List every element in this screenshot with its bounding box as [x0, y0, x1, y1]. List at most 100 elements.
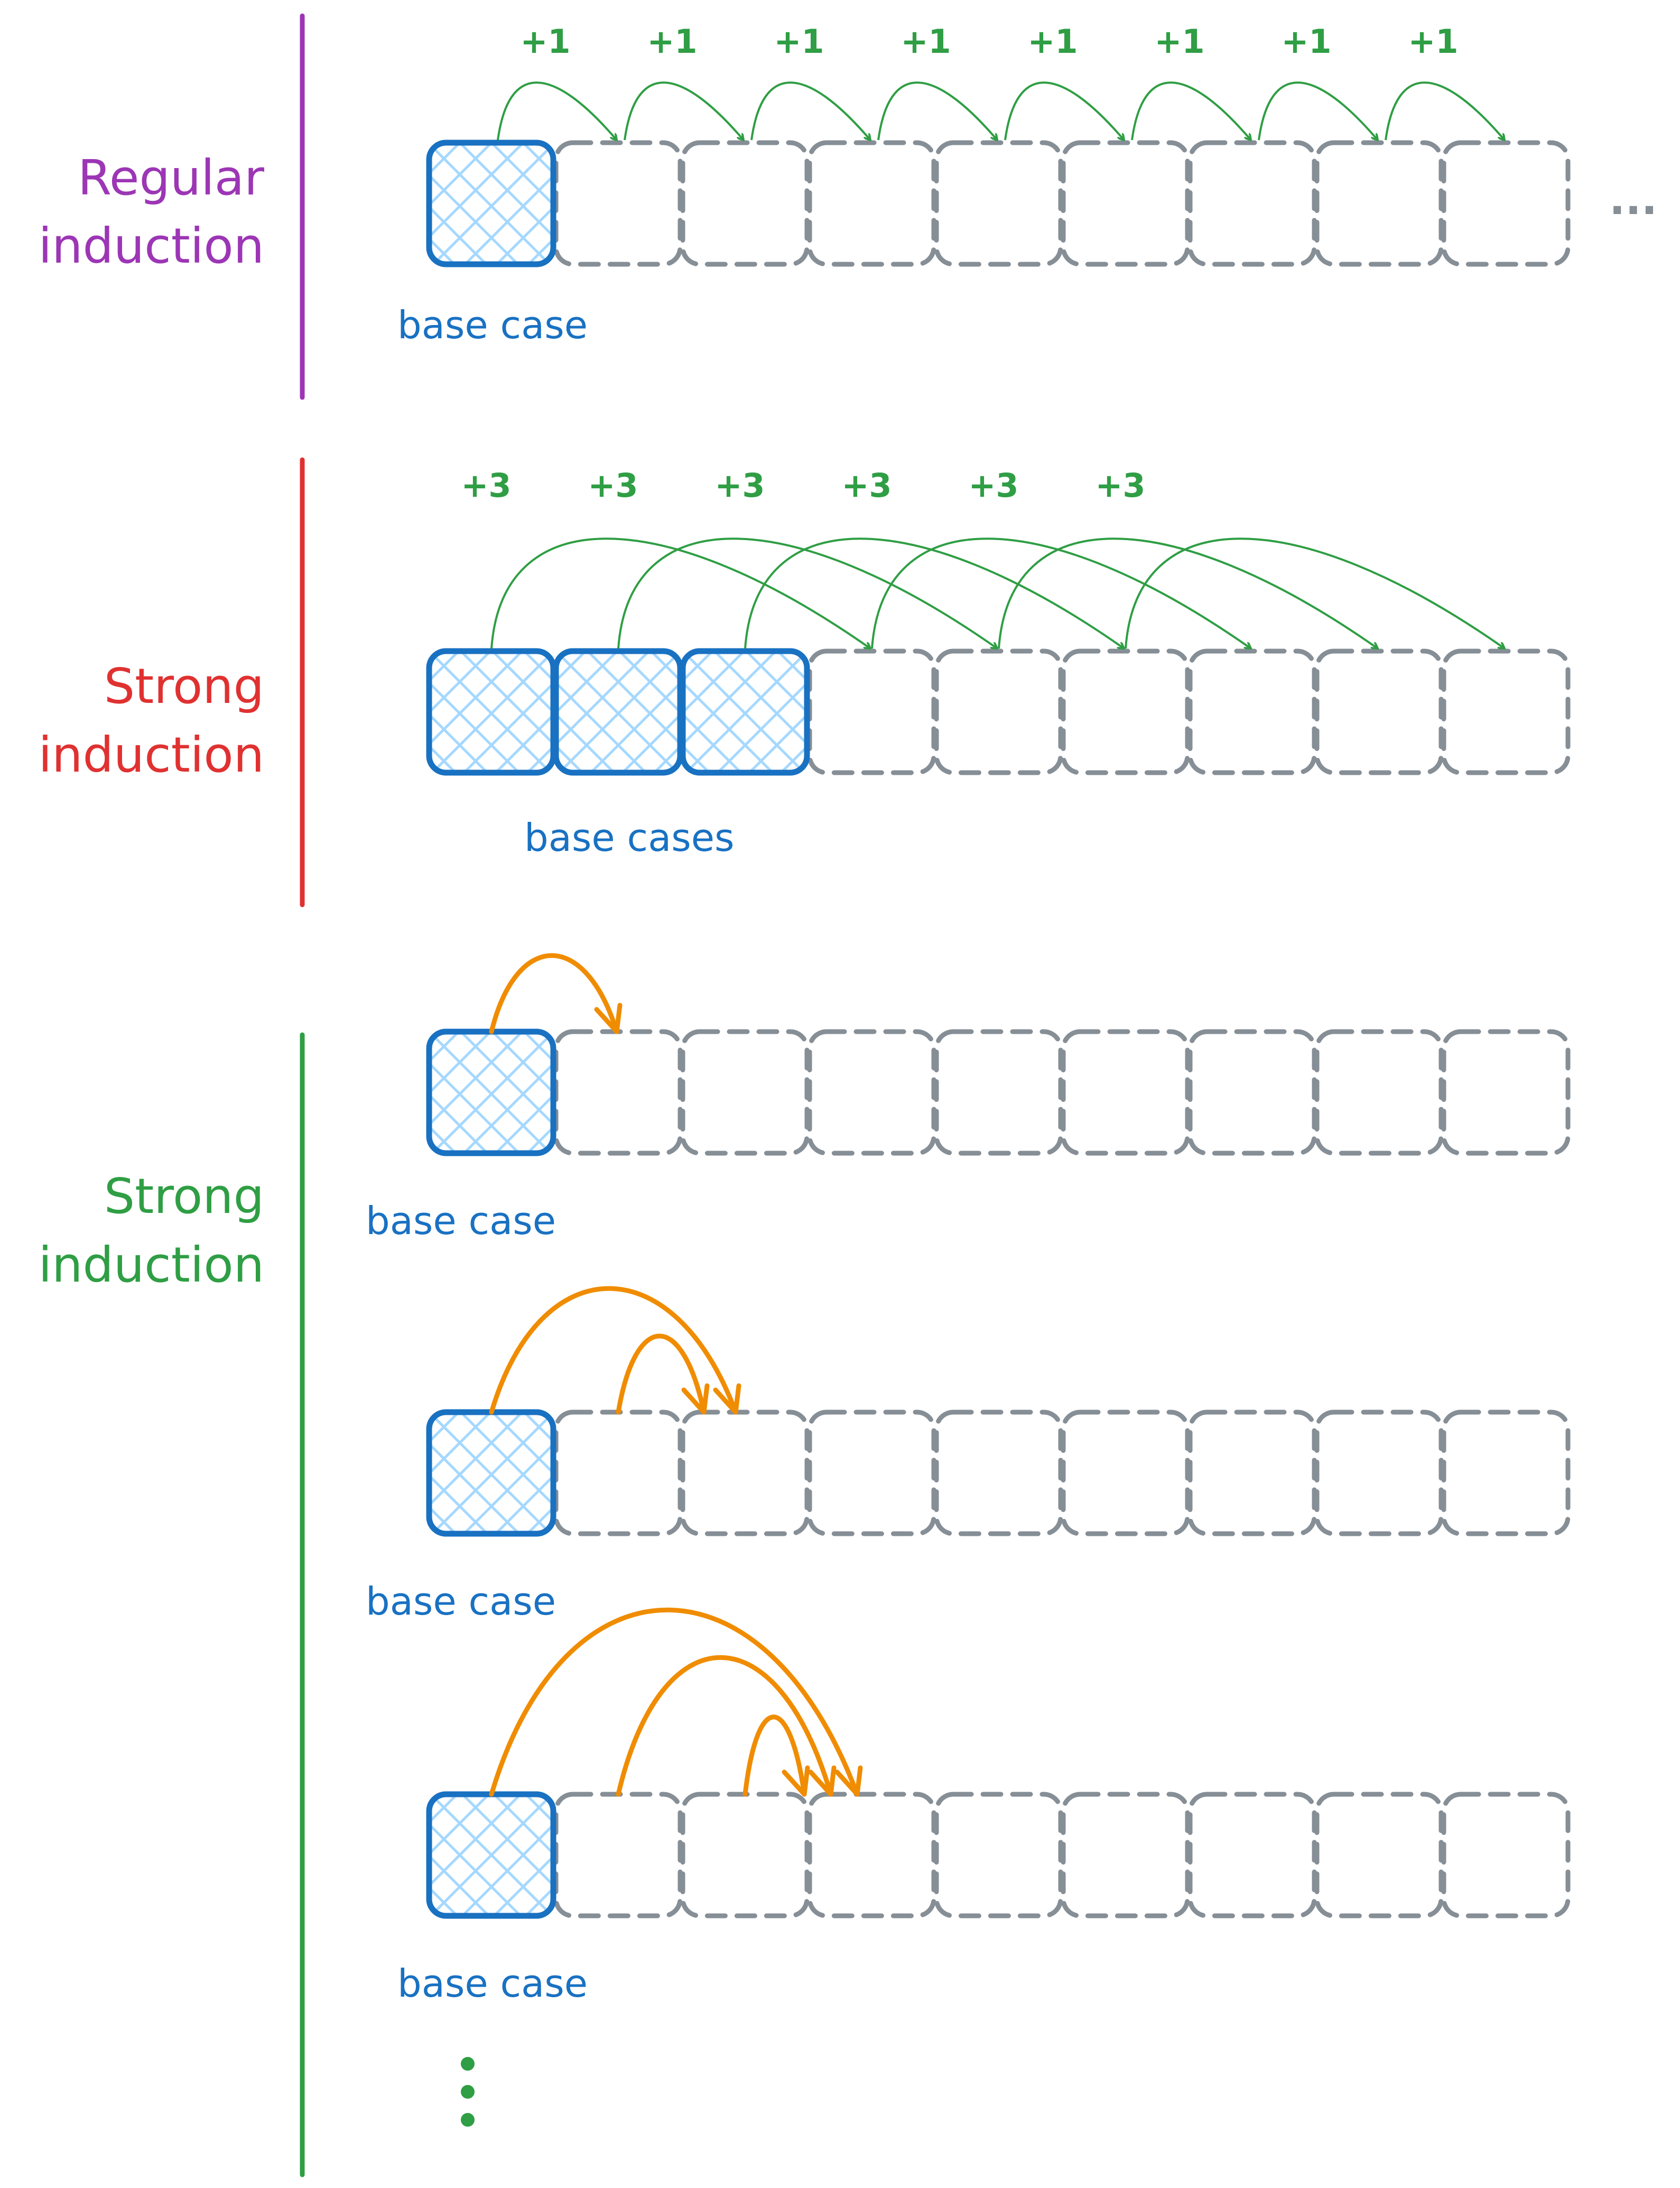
- base-case-label: base case: [397, 303, 588, 347]
- ellipsis-dot: [461, 2057, 475, 2071]
- row-regular: +1 +1 +1 +1 +1 +1 +1 +1: [426, 22, 1571, 267]
- empty-box: [1187, 1792, 1317, 1918]
- empty-box: [807, 1029, 936, 1156]
- step-label: +3: [1095, 466, 1145, 505]
- step-label: +1: [774, 22, 824, 61]
- section-regular: Regular induction +1+1+1+1+1+1+1+1 ... b…: [39, 13, 1657, 400]
- base-case-box: [426, 648, 556, 776]
- section-title-strong-alt-line1: Strong: [104, 1168, 264, 1225]
- step-arrow: [617, 537, 997, 648]
- base-case-label-alt-1: base case: [366, 1199, 556, 1243]
- section-title-regular-line2: induction: [39, 218, 264, 274]
- empty-box: [1061, 648, 1190, 775]
- empty-box: [1061, 1410, 1190, 1536]
- empty-box: [1314, 1792, 1444, 1918]
- section-title-strong-line1: Strong: [104, 658, 264, 715]
- step-arrow: [616, 1333, 707, 1415]
- ellipsis-dot: [461, 2113, 475, 2127]
- section-strong: Strong induction +3+3+3+3+3+3 base cases: [39, 457, 1571, 907]
- empty-box: [1061, 1029, 1190, 1156]
- base-case-box: [426, 1028, 556, 1156]
- empty-box: [553, 1410, 683, 1536]
- step-arrow: [1385, 81, 1505, 140]
- step-arrow: [1258, 81, 1378, 140]
- empty-box: [934, 1029, 1063, 1156]
- step-label: +1: [1154, 22, 1204, 61]
- empty-box: [553, 1792, 683, 1918]
- step-label: +1: [520, 22, 570, 61]
- empty-box: [1441, 1029, 1571, 1156]
- arrowhead: [594, 1003, 623, 1034]
- step-label: +3: [461, 466, 511, 505]
- vertical-ellipsis: [461, 2057, 475, 2127]
- ellipsis-dot: [461, 2085, 475, 2099]
- step-label: +1: [901, 22, 951, 61]
- empty-box: [1061, 1792, 1190, 1918]
- section-title-strong-line2: induction: [39, 727, 264, 783]
- arrowhead: [681, 1383, 710, 1415]
- base-cases-label: base cases: [524, 815, 735, 860]
- empty-box: [680, 1792, 810, 1918]
- step-label: +1: [1027, 22, 1078, 61]
- section-title-strong-alt-line2: induction: [39, 1237, 264, 1293]
- step-arrow: [1131, 81, 1251, 140]
- base-case-box: [426, 1791, 556, 1919]
- base-case-label-alt-2: base case: [366, 1579, 556, 1624]
- empty-box: [1314, 1029, 1444, 1156]
- empty-box: [1441, 1792, 1571, 1918]
- step-label: +1: [647, 22, 697, 61]
- step-arrow: [750, 81, 870, 140]
- row-strong: +3+3+3+3+3+3: [426, 466, 1571, 776]
- arrowhead: [782, 1765, 810, 1797]
- step-arrow: [1004, 81, 1124, 140]
- arrowhead: [834, 1765, 863, 1797]
- empty-box: [1187, 648, 1317, 775]
- step-label: +3: [968, 466, 1018, 505]
- step-arrow: [489, 953, 619, 1034]
- step-arrow: [489, 1286, 738, 1415]
- step-label: +3: [714, 466, 765, 505]
- step-label: +1: [1281, 22, 1331, 61]
- empty-box: [807, 648, 936, 775]
- section-strong-alt: Strong induction base case base case bas…: [39, 953, 1571, 2177]
- empty-box: [934, 1792, 1063, 1918]
- empty-box: [1187, 140, 1317, 267]
- step-arrow: [490, 537, 870, 648]
- empty-box: [807, 1792, 936, 1918]
- empty-box: [680, 1410, 810, 1536]
- empty-box: [1441, 648, 1571, 775]
- step-arrow: [871, 537, 1251, 648]
- empty-box: [1187, 1029, 1317, 1156]
- empty-box: [1441, 140, 1571, 267]
- trailing-ellipsis: ...: [1609, 175, 1657, 224]
- empty-box: [934, 140, 1063, 267]
- base-case-box: [553, 648, 683, 776]
- base-case-box: [426, 140, 556, 267]
- step-label: +1: [1408, 22, 1458, 61]
- row-alt-1: [426, 953, 1571, 1156]
- arrowhead: [713, 1383, 741, 1415]
- base-case-label-alt-3: base case: [397, 1961, 588, 2006]
- step-arrow: [744, 537, 1124, 648]
- step-label: +3: [588, 466, 638, 505]
- empty-box: [807, 1410, 936, 1536]
- step-arrow: [489, 1608, 860, 1797]
- step-arrow: [616, 1655, 833, 1797]
- empty-box: [1441, 1410, 1571, 1536]
- step-arrow: [877, 81, 997, 140]
- row-alt-2: [426, 1286, 1571, 1537]
- empty-box: [1314, 648, 1444, 775]
- empty-box: [807, 140, 936, 267]
- empty-box: [934, 1410, 1063, 1536]
- step-arrow: [998, 537, 1378, 648]
- empty-box: [680, 140, 810, 267]
- empty-box: [553, 140, 683, 267]
- arrowhead: [808, 1765, 837, 1797]
- step-arrow: [742, 1714, 807, 1797]
- empty-box: [1314, 140, 1444, 267]
- empty-box: [1187, 1410, 1317, 1536]
- step-arrow: [497, 81, 617, 140]
- empty-box: [1061, 140, 1190, 267]
- step-arrow: [1125, 537, 1505, 648]
